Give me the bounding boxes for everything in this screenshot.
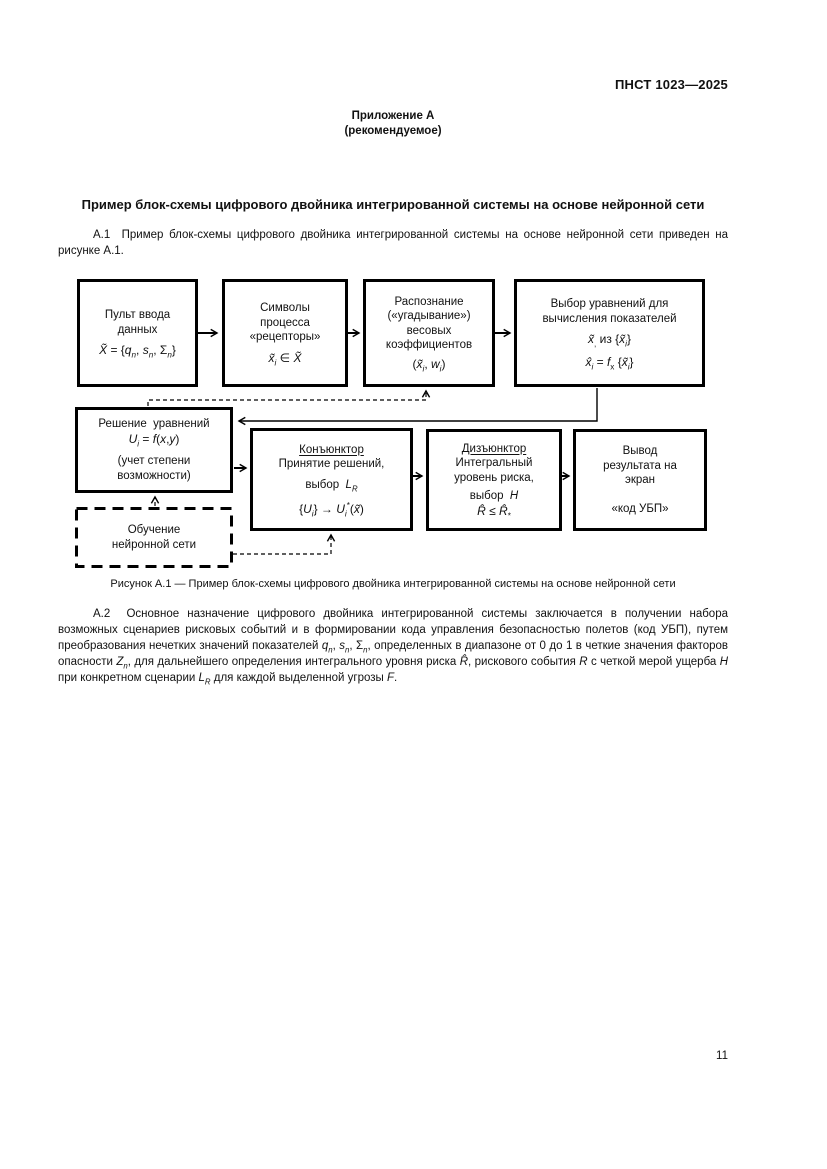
box-text: Пульт ввода (104, 309, 171, 322)
box-text: Распознание (394, 295, 464, 308)
box-formula: X̃ = {qn, sn, Σn} (99, 343, 176, 360)
box-text: выбор H (469, 490, 519, 503)
box-text: экран (624, 474, 656, 486)
box-formula: {Ui} → Ui*(x̃) (299, 501, 364, 519)
box-text: результата на (603, 459, 677, 472)
box-equation-solving: Решение уравнений Ui = f(x,y) (учет степ… (75, 407, 233, 493)
box-text: (учет степени (117, 455, 191, 467)
box-text: коэффициентов (385, 339, 473, 352)
section-heading: Пример блок-схемы цифрового двойника инт… (81, 197, 705, 212)
box-input-panel: Пульт ввода данных X̃ = {qn, sn, Σn} (77, 279, 198, 387)
box-disjunctor: Дизъюнктор Интегральный уровень риска, в… (426, 429, 562, 531)
box-text: («угадывание») (387, 310, 471, 323)
box-formula: x̃i ∈ X̃ (268, 350, 302, 367)
dashed-arrow-training-to-conjunctor (233, 533, 336, 555)
box-weight-recognition: Распознание («угадывание») весовых коэфф… (363, 279, 495, 387)
box-formula: R̂ ≤ R̂* (477, 503, 511, 521)
box-text: возможности) (117, 469, 191, 482)
appendix-title: Приложение А (351, 110, 435, 122)
box-equation-selection: Выбор уравнений для вычисления показател… (514, 279, 705, 387)
box-text: Символы (260, 302, 310, 314)
paragraph-a2: А.2 Основное назначение цифрового двойни… (58, 608, 729, 687)
box-text: весовых (406, 324, 452, 337)
box-neural-training: Обучение нейронной сети (75, 507, 233, 568)
dashed-arrow-solving-to-recognition (147, 389, 431, 406)
box-text: процесса (260, 316, 310, 329)
box-title: Конъюнктор (299, 443, 364, 456)
appendix-subtitle: (рекомендуемое) (344, 125, 442, 137)
box-screen-output: Вывод результата на экран «код УБП» (573, 429, 707, 531)
box-text: Интегральный (455, 457, 533, 470)
box-text: Выбор уравнений для (550, 298, 669, 310)
doc-code: ПНСТ 1023—2025 (615, 77, 728, 92)
box-text: выбор LR (305, 478, 358, 493)
paragraph-a1: А.1 Пример блок-схемы цифрового двойника… (58, 229, 728, 257)
figure-caption: Рисунок А.1 — Пример блок-схемы цифровог… (110, 578, 676, 590)
box-process-symbols: Символы процесса «рецепторы» x̃i ∈ X̃ (222, 279, 348, 387)
box-formula: Ui = f(x,y) (128, 431, 180, 448)
box-text: Принятие решений, (278, 458, 385, 470)
box-formula: x̃, из {x̃i} (588, 332, 631, 349)
box-text: данных (117, 323, 158, 336)
page-number: 11 (716, 1050, 728, 1062)
box-text: вычисления показателей (542, 312, 677, 325)
box-formula: (x̃i, wi) (412, 356, 446, 374)
arrow-selection-to-solving (237, 388, 598, 426)
box-text: Решение уравнений (98, 418, 210, 430)
box-text: уровень риска, (454, 471, 534, 484)
box-text: «рецепторы» (249, 331, 321, 343)
box-formula: x̂i = fх {x̃i} (585, 354, 634, 371)
box-text: Обучение (127, 524, 181, 536)
box-text: «код УБП» (611, 502, 669, 515)
box-text: Вывод (622, 445, 658, 457)
box-conjunctor: Конъюнктор Принятие решений, выбор LR {U… (250, 428, 413, 531)
box-title: Дизъюнктор (461, 442, 527, 455)
box-text: нейронной сети (111, 538, 197, 551)
